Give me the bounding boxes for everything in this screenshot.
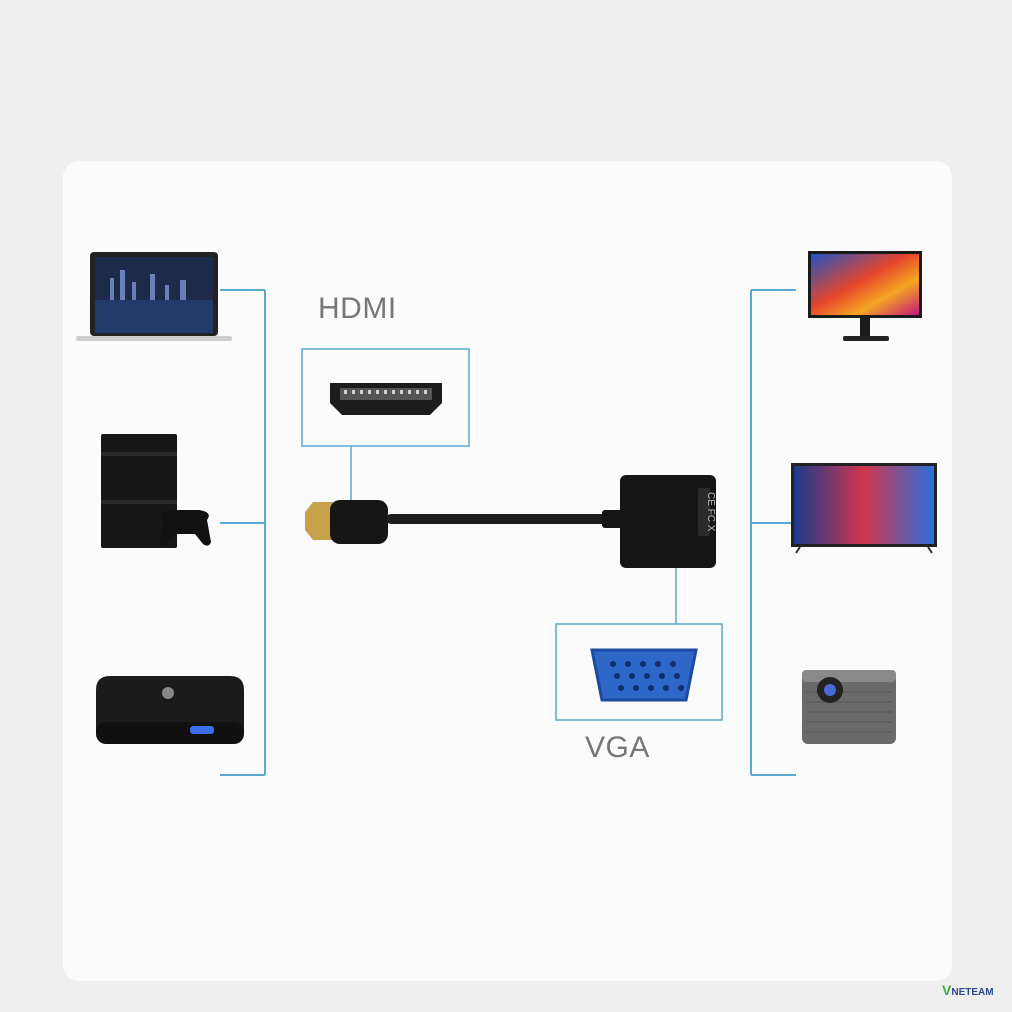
hdmi-port-box <box>301 348 470 500</box>
vga-label: VGA <box>585 731 650 764</box>
television-icon <box>791 463 937 554</box>
monitor-icon <box>808 251 922 341</box>
tv-box-icon <box>96 676 244 744</box>
source-bracket <box>220 289 266 776</box>
brand-text: NETEAM <box>951 987 994 998</box>
laptop-icon <box>76 252 232 341</box>
brand-letter: V <box>942 982 952 998</box>
output-bracket <box>750 289 796 776</box>
brand-watermark: VNETEAM <box>942 982 994 998</box>
adapter-marking: CE FC X <box>705 492 716 532</box>
hdmi-cable <box>305 500 624 544</box>
projector-icon <box>802 670 896 744</box>
vga-adapter: CE FC X <box>620 475 716 624</box>
hdmi-label: HDMI <box>318 292 397 325</box>
game-console-icon <box>101 434 211 548</box>
vga-port-box <box>555 623 723 721</box>
